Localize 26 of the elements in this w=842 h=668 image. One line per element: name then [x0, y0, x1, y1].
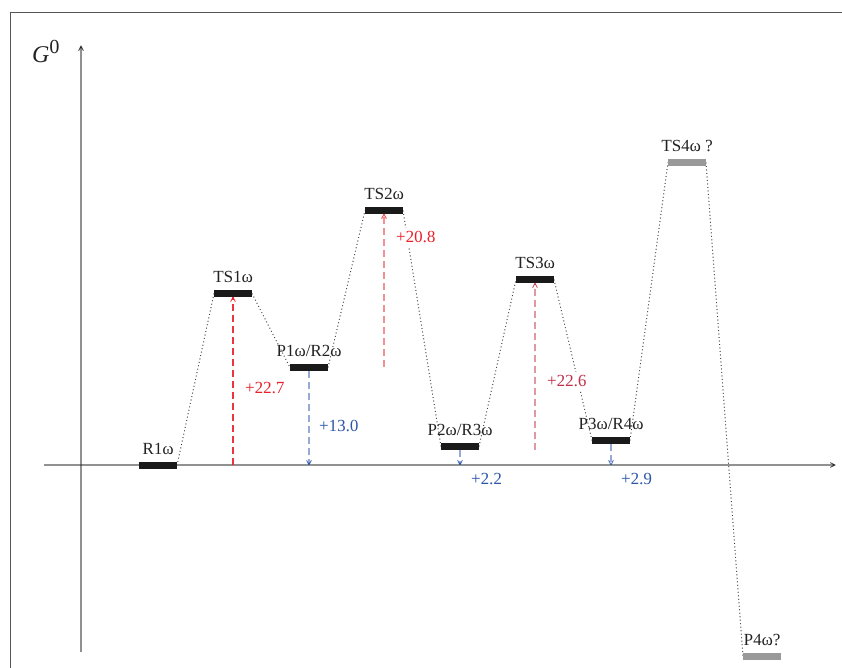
- edge-label: +20.8: [395, 228, 436, 247]
- energy-arrow: [230, 296, 236, 465]
- energy-arrow: [457, 450, 463, 466]
- connector-line: [478, 279, 516, 447]
- level-label: P3ω/R4ω: [578, 415, 644, 434]
- connector-line: [252, 293, 290, 368]
- axis-label: G$^{0}$: [32, 36, 60, 69]
- energy-arrow: [306, 370, 312, 466]
- edge-label: +22.6: [546, 372, 588, 391]
- connector-line: [402, 210, 442, 447]
- level-label: TS3ω: [515, 254, 555, 273]
- connector-line: [630, 162, 668, 441]
- energy-arrow: [381, 214, 387, 368]
- level-label: TS1ω: [213, 268, 253, 287]
- connector-line: [328, 210, 366, 368]
- level-label: TS2ω: [364, 185, 404, 204]
- level-label: TS4ω ?: [661, 137, 713, 156]
- level-label: P4ω?: [744, 631, 780, 650]
- energy-arrow: [532, 282, 538, 450]
- level-label: P1ω/R2ω: [276, 342, 342, 361]
- connector-line: [176, 293, 214, 466]
- energy-arrow: [608, 444, 614, 466]
- level-label: P2ω/R3ω: [428, 421, 492, 440]
- connector-line: [706, 162, 744, 657]
- level-label: R1ω: [142, 440, 174, 459]
- connector-line: [554, 279, 592, 441]
